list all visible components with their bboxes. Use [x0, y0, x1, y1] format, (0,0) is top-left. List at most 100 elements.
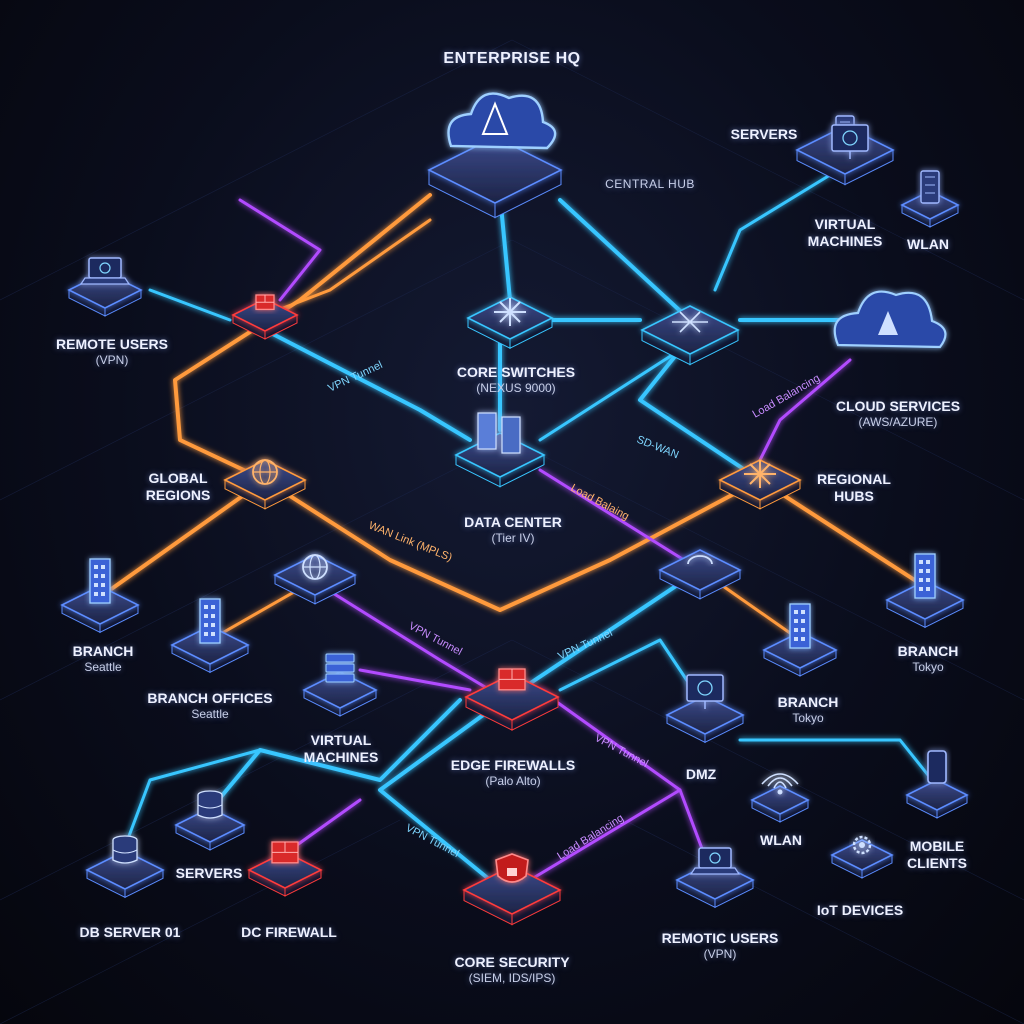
link-cyan-fw-right [518, 568, 702, 692]
node-servers-low[interactable] [174, 790, 246, 851]
link-purple-security [528, 788, 682, 882]
building-icon [789, 603, 811, 649]
gear-icon [852, 835, 872, 855]
data-center-label: DATA CENTER(Tier IV) [464, 514, 562, 545]
node-dc-firewall[interactable] [247, 841, 323, 897]
core-switches-label: CORE SWITCHES(NEXUS 9000) [456, 364, 576, 395]
hub-switch-right[interactable] [640, 305, 740, 366]
background-grid [0, 39, 1024, 1024]
cloud-icon [833, 290, 947, 349]
node-wlan[interactable] [750, 773, 810, 823]
dmz-label: DMZ [685, 766, 717, 782]
link-label-load-balaing: Load Balaing [569, 482, 631, 523]
node-db-server[interactable] [85, 835, 165, 899]
node-data-center[interactable] [454, 412, 546, 488]
edge-firewalls-label: EDGE FIREWALLS(Palo Alto) [450, 757, 576, 788]
node-branch-tokyo-right[interactable] [885, 553, 965, 629]
building-icon [914, 553, 936, 599]
core-security-label: CORE SECURITY(SIEM, IDS/IPS) [454, 954, 570, 985]
link-cyan-remote-users [148, 288, 232, 322]
wifi-icon [761, 773, 799, 795]
hub-arrows-icon [744, 460, 776, 488]
node-layer [60, 92, 969, 926]
building-icon [199, 598, 221, 644]
link-cyan-right-vm [713, 173, 832, 292]
link-cyan-fw-security [378, 708, 492, 882]
enterprise-hq-title: ENTERPRISE HQ [443, 50, 581, 67]
server-rack-icon [477, 412, 521, 454]
node-remotic-users[interactable] [675, 847, 755, 909]
database-icon [112, 835, 138, 864]
stack-icon [325, 653, 355, 683]
refresh-arrows-icon [687, 555, 713, 565]
firewall-icon [498, 668, 526, 691]
node-core-security[interactable] [462, 853, 562, 926]
cloud-services-label: CLOUD SERVICES(AWS/AZURE) [835, 398, 961, 429]
node-dmz[interactable] [665, 674, 745, 744]
link-label-vpn-tunnel-3: VPN Tunnel [556, 627, 614, 663]
link-cyan-left-db [118, 748, 262, 862]
hq-platform-icon [447, 92, 557, 150]
monitor-globe-icon [686, 674, 724, 709]
node-edge-firewalls[interactable] [464, 668, 560, 731]
node-global-regions[interactable] [223, 459, 307, 510]
phone-icon [927, 750, 947, 784]
link-purple-cloud-regional [758, 358, 852, 462]
hub-refresh[interactable] [658, 549, 742, 600]
laptop-icon [79, 257, 131, 285]
link-cyan-dc-right [538, 348, 682, 442]
firewall-icon [271, 841, 299, 864]
link-cyan-fw-servers [208, 698, 462, 812]
link-orange-hq-global [173, 193, 432, 482]
wlan-label: WLAN [760, 832, 802, 848]
link-orange-regional-tokyo [758, 478, 932, 592]
node-core-switches[interactable] [466, 296, 554, 350]
node-iot-devices[interactable] [830, 835, 894, 879]
link-label-vpn-tunnel-2: VPN Tunnel [407, 620, 464, 658]
link-orange-remote-fw [263, 218, 432, 317]
node-branch-seattle[interactable] [60, 558, 140, 634]
hub-firewall-left[interactable] [231, 294, 299, 340]
link-purple-global-fw [318, 583, 492, 692]
servers-top-label: SERVERS [730, 126, 798, 142]
remotic-users-label: REMOTIC USERS(VPN) [661, 930, 779, 961]
node-branch-tokyo[interactable] [762, 603, 838, 677]
node-regional-hubs[interactable] [718, 459, 802, 510]
node-cloud-services[interactable] [833, 290, 947, 349]
switch-arrows-icon [494, 298, 526, 326]
link-label-load-balancing-2: Load Balancing [555, 812, 626, 862]
link-cyan-dmz-wlan [738, 738, 942, 792]
link-cyan-hq-right [558, 198, 692, 322]
link-label-sdwan: SD-WAN [635, 434, 681, 462]
globe-icon [252, 459, 278, 485]
link-purple-dc-nodes [538, 468, 702, 572]
link-orange-wan-loop [263, 478, 762, 612]
firewall-small-icon [255, 294, 275, 311]
node-virtual-machines[interactable] [302, 653, 378, 717]
node-remote-users-vpn[interactable] [67, 257, 143, 317]
remote-users-label: REMOTE USERS(VPN) [55, 336, 169, 367]
link-purple-vm-fw [358, 668, 472, 692]
server-tower-icon [920, 170, 940, 204]
central-hub-note: CENTRAL HUB [605, 177, 695, 191]
laptop-icon [689, 847, 741, 875]
node-virtual-machines-top[interactable] [831, 124, 869, 159]
hq-cloud-platform[interactable] [427, 92, 563, 219]
node-wlan-top[interactable] [900, 170, 960, 228]
link-label-vpn-tunnel-5: VPN Tunnel [404, 822, 461, 860]
node-branch-offices[interactable] [170, 598, 250, 674]
link-cyan-remote-dc [263, 328, 472, 442]
link-cyan-right-regional [638, 348, 762, 482]
hub-globe-lower[interactable] [273, 554, 357, 605]
node-mobile-clients[interactable] [905, 750, 969, 819]
